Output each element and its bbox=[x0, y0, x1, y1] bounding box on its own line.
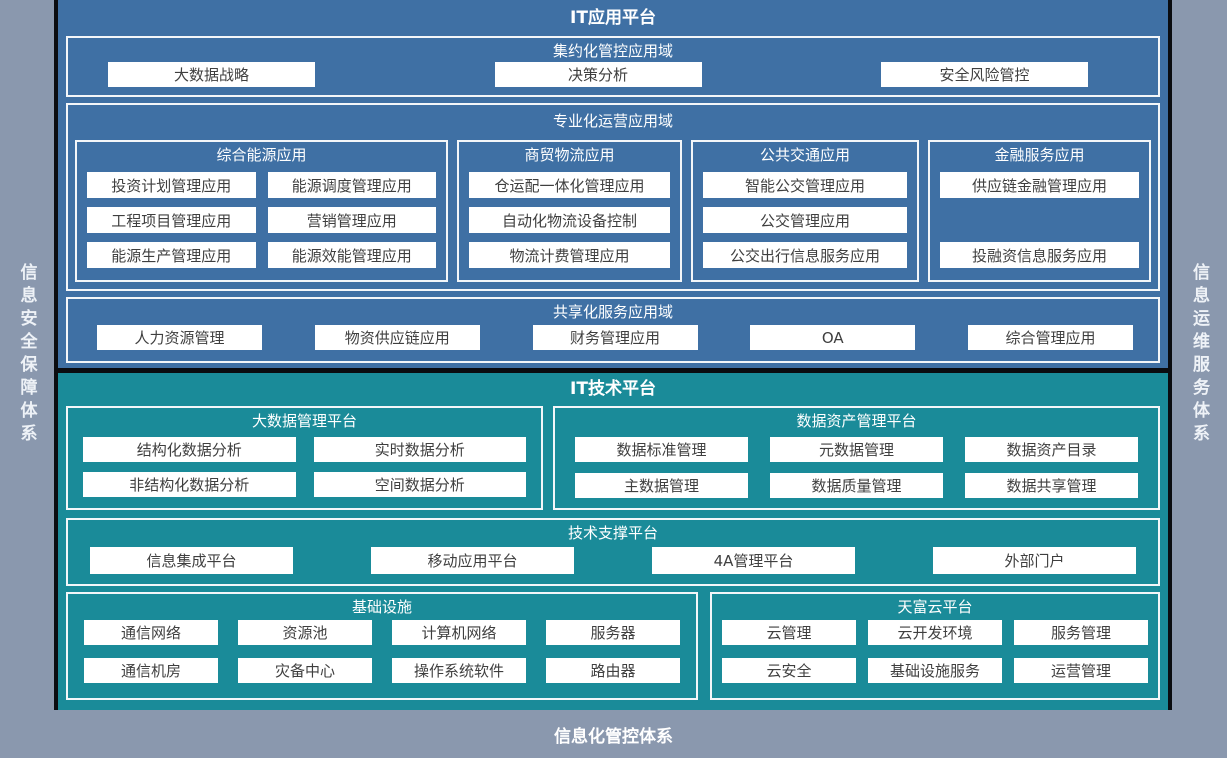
diagram-item: OA bbox=[750, 325, 916, 350]
diagram-item: 非结构化数据分析 bbox=[83, 472, 296, 497]
diagram-item: 工程项目管理应用 bbox=[87, 207, 256, 233]
diagram-item: 仓运配一体化管理应用 bbox=[469, 172, 670, 198]
diagram-item: 人力资源管理 bbox=[97, 325, 262, 350]
energy-group-title: 综合能源应用 bbox=[216, 146, 307, 164]
tech-platform-row-data: 大数据管理平台 结构化数据分析 实时数据分析 非结构化数据分析 空间数据分析 数… bbox=[66, 406, 1160, 510]
diagram-item: 空间数据分析 bbox=[313, 472, 526, 497]
diagram-item: 移动应用平台 bbox=[371, 547, 574, 574]
infrastructure-items: 通信网络 资源池 计算机网络 服务器 通信机房 灾备中心 操作系统软件 路由器 bbox=[84, 620, 680, 683]
diagram-item: 决策分析 bbox=[494, 62, 702, 87]
shared-domain-box: 共享化服务应用域 人力资源管理 物资供应链应用 财务管理应用 OA 综合管理应用 bbox=[66, 297, 1160, 363]
diagram-item: 元数据管理 bbox=[770, 437, 943, 462]
data-asset-platform-title: 数据资产管理平台 bbox=[796, 412, 917, 430]
app-platform-title: IT应用平台 bbox=[570, 8, 656, 28]
tech-platform-panel: IT技术平台 大数据管理平台 结构化数据分析 实时数据分析 非结构化数据分析 空… bbox=[58, 373, 1168, 710]
finance-group-title: 金融服务应用 bbox=[994, 146, 1085, 164]
infrastructure-box: 基础设施 通信网络 资源池 计算机网络 服务器 通信机房 灾备中心 操作系统软件… bbox=[66, 592, 698, 700]
support-platform-box: 技术支撑平台 信息集成平台 移动应用平台 4A管理平台 外部门户 bbox=[66, 518, 1160, 586]
finance-group-box: 金融服务应用 供应链金融管理应用 投融资信息服务应用 bbox=[928, 140, 1151, 282]
diagram-item: 物流计费管理应用 bbox=[469, 242, 670, 268]
security-system-bar: 信息安全保障体系 bbox=[0, 0, 54, 710]
diagram-item: 运营管理 bbox=[1014, 658, 1148, 683]
diagram-item: 数据资产目录 bbox=[965, 437, 1138, 462]
specialized-domain-groups: 综合能源应用 投资计划管理应用 能源调度管理应用 工程项目管理应用 营销管理应用… bbox=[75, 140, 1151, 282]
diagram-item: 大数据战略 bbox=[108, 62, 315, 87]
diagram-item: 通信网络 bbox=[84, 620, 218, 645]
bigdata-platform-title: 大数据管理平台 bbox=[251, 412, 357, 430]
diagram-item: 实时数据分析 bbox=[313, 437, 526, 462]
centralized-domain-title: 集约化管控应用域 bbox=[552, 42, 673, 60]
diagram-item: 投融资信息服务应用 bbox=[940, 242, 1139, 268]
diagram-item: 主数据管理 bbox=[575, 473, 748, 498]
diagram-item: 外部门户 bbox=[933, 547, 1136, 574]
diagram-item: 安全风险管控 bbox=[881, 62, 1088, 87]
finance-group-items: 供应链金融管理应用 投融资信息服务应用 bbox=[940, 172, 1139, 268]
logistics-group-box: 商贸物流应用 仓运配一体化管理应用 自动化物流设备控制 物流计费管理应用 bbox=[457, 140, 682, 282]
diagram-item: 物资供应链应用 bbox=[314, 325, 480, 350]
tech-platform-title: IT技术平台 bbox=[570, 379, 656, 399]
tech-platform-row-infra: 基础设施 通信网络 资源池 计算机网络 服务器 通信机房 灾备中心 操作系统软件… bbox=[66, 592, 1160, 700]
data-asset-platform-box: 数据资产管理平台 数据标准管理 元数据管理 数据资产目录 主数据管理 数据质量管… bbox=[553, 406, 1160, 510]
diagram-item: 能源调度管理应用 bbox=[267, 172, 436, 198]
transport-group-title: 公共交通应用 bbox=[759, 146, 850, 164]
app-platform-panel: IT应用平台 集约化管控应用域 大数据战略 决策分析 安全风险管控 专业化运营应… bbox=[58, 0, 1168, 368]
diagram-item: 数据质量管理 bbox=[770, 473, 943, 498]
diagram-item: 综合管理应用 bbox=[968, 325, 1133, 350]
logistics-group-items: 仓运配一体化管理应用 自动化物流设备控制 物流计费管理应用 bbox=[469, 172, 670, 268]
diagram-item: 公交出行信息服务应用 bbox=[703, 242, 907, 268]
operation-system-label: 信息运维服务体系 bbox=[1189, 263, 1209, 447]
diagram-backdrop: IT应用平台 集约化管控应用域 大数据战略 决策分析 安全风险管控 专业化运营应… bbox=[54, 0, 1172, 710]
data-asset-platform-items: 数据标准管理 元数据管理 数据资产目录 主数据管理 数据质量管理 数据共享管理 bbox=[575, 437, 1138, 498]
shared-domain-title: 共享化服务应用域 bbox=[552, 303, 673, 321]
cloud-platform-items: 云管理 云开发环境 服务管理 云安全 基础设施服务 运营管理 bbox=[722, 620, 1148, 683]
diagram-item: 公交管理应用 bbox=[703, 207, 907, 233]
diagram-item: 数据标准管理 bbox=[575, 437, 748, 462]
diagram-item: 供应链金融管理应用 bbox=[940, 172, 1139, 198]
diagram-item: 财务管理应用 bbox=[532, 325, 698, 350]
specialized-domain-box: 专业化运营应用域 综合能源应用 投资计划管理应用 能源调度管理应用 工程项目管理… bbox=[66, 103, 1160, 291]
energy-group-items: 投资计划管理应用 能源调度管理应用 工程项目管理应用 营销管理应用 能源生产管理… bbox=[87, 172, 436, 268]
diagram-item: 投资计划管理应用 bbox=[87, 172, 256, 198]
diagram-item: 云管理 bbox=[722, 620, 856, 645]
transport-group-box: 公共交通应用 智能公交管理应用 公交管理应用 公交出行信息服务应用 bbox=[691, 140, 919, 282]
diagram-item: 资源池 bbox=[238, 620, 372, 645]
specialized-domain-title: 专业化运营应用域 bbox=[552, 112, 673, 130]
shared-domain-items: 人力资源管理 物资供应链应用 财务管理应用 OA 综合管理应用 bbox=[97, 325, 1133, 350]
support-platform-title: 技术支撑平台 bbox=[567, 524, 658, 542]
support-platform-items: 信息集成平台 移动应用平台 4A管理平台 外部门户 bbox=[90, 547, 1136, 574]
diagram-item: 能源生产管理应用 bbox=[87, 242, 256, 268]
transport-group-items: 智能公交管理应用 公交管理应用 公交出行信息服务应用 bbox=[703, 172, 907, 268]
logistics-group-title: 商贸物流应用 bbox=[524, 146, 615, 164]
diagram-item: 能源效能管理应用 bbox=[267, 242, 436, 268]
diagram-item: 基础设施服务 bbox=[868, 658, 1002, 683]
diagram-item: 服务器 bbox=[546, 620, 680, 645]
diagram-item: 云安全 bbox=[722, 658, 856, 683]
diagram-item: 操作系统软件 bbox=[392, 658, 526, 683]
cloud-platform-box: 天富云平台 云管理 云开发环境 服务管理 云安全 基础设施服务 运营管理 bbox=[710, 592, 1160, 700]
diagram-item: 通信机房 bbox=[84, 658, 218, 683]
bigdata-platform-items: 结构化数据分析 实时数据分析 非结构化数据分析 空间数据分析 bbox=[83, 437, 526, 497]
centralized-domain-items: 大数据战略 决策分析 安全风险管控 bbox=[108, 62, 1088, 87]
diagram-item: 自动化物流设备控制 bbox=[469, 207, 670, 233]
diagram-item: 4A管理平台 bbox=[652, 547, 855, 574]
diagram-item: 智能公交管理应用 bbox=[703, 172, 907, 198]
diagram-item: 云开发环境 bbox=[868, 620, 1002, 645]
security-system-label: 信息安全保障体系 bbox=[16, 263, 37, 447]
cloud-platform-title: 天富云平台 bbox=[897, 598, 973, 616]
energy-group-box: 综合能源应用 投资计划管理应用 能源调度管理应用 工程项目管理应用 营销管理应用… bbox=[75, 140, 448, 282]
diagram-item: 路由器 bbox=[546, 658, 680, 683]
diagram-item: 数据共享管理 bbox=[965, 473, 1138, 498]
infrastructure-title: 基础设施 bbox=[351, 598, 412, 616]
diagram-item: 灾备中心 bbox=[238, 658, 372, 683]
centralized-domain-box: 集约化管控应用域 大数据战略 决策分析 安全风险管控 bbox=[66, 36, 1160, 97]
diagram-item: 信息集成平台 bbox=[90, 547, 293, 574]
diagram-item: 计算机网络 bbox=[392, 620, 526, 645]
operation-system-bar: 信息运维服务体系 bbox=[1172, 0, 1227, 710]
bigdata-platform-box: 大数据管理平台 结构化数据分析 实时数据分析 非结构化数据分析 空间数据分析 bbox=[66, 406, 543, 510]
diagram-item: 营销管理应用 bbox=[267, 207, 436, 233]
governance-system-label: 信息化管控体系 bbox=[554, 726, 673, 747]
diagram-item: 结构化数据分析 bbox=[83, 437, 296, 462]
diagram-item: 服务管理 bbox=[1014, 620, 1148, 645]
